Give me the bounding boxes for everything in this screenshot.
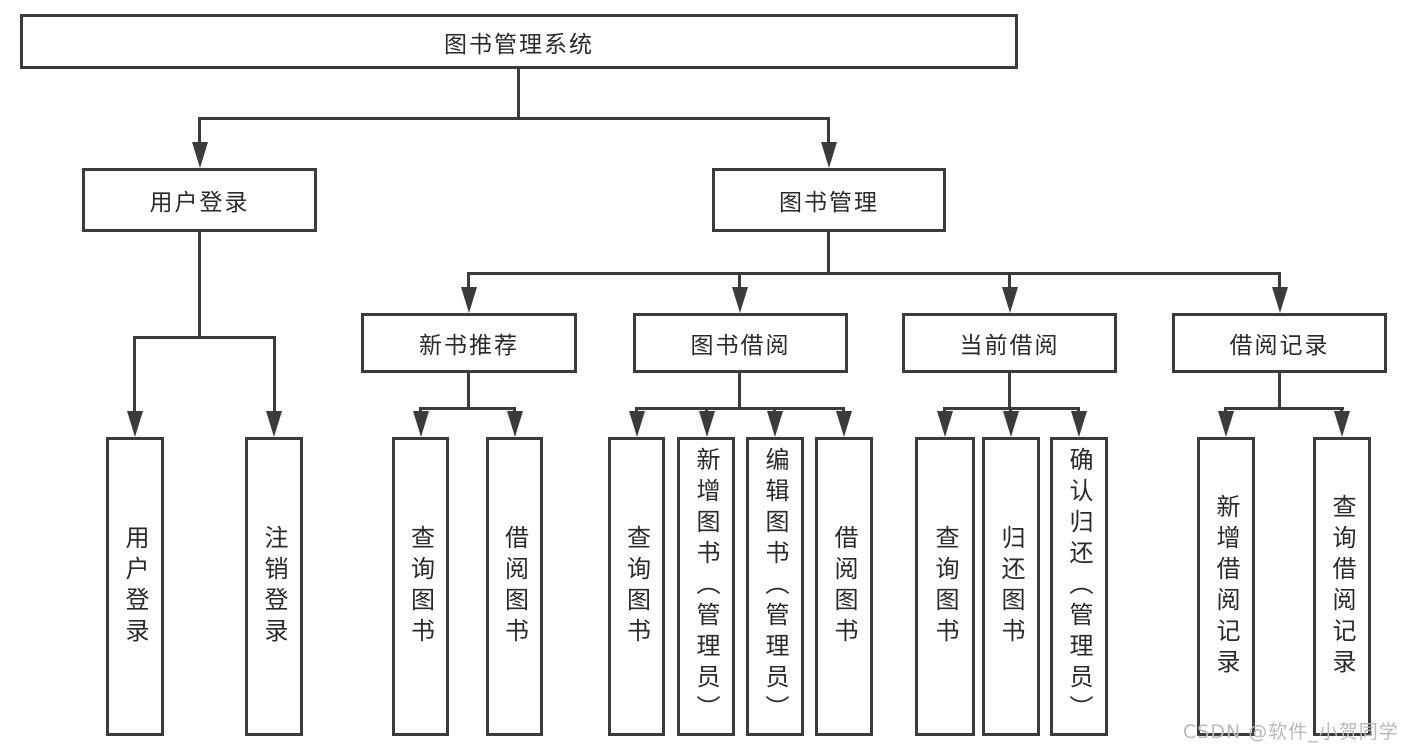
node-label: 图书借阅 <box>690 333 791 359</box>
leaf-add-borrow-record: 新增借阅记录 <box>1197 437 1255 736</box>
arrow-down-icon <box>629 411 645 437</box>
arrow-down-icon <box>1003 411 1019 437</box>
connector-line <box>513 407 516 414</box>
connector-line <box>198 232 201 339</box>
leaf-query-borrow-record: 查询借阅记录 <box>1313 437 1371 736</box>
connector-line <box>467 272 470 287</box>
node-label: 查询借阅记录 <box>1328 493 1356 680</box>
arrow-down-icon <box>413 411 429 437</box>
node-book-borrowing: 图书借阅 <box>633 313 848 373</box>
node-label: 编辑图书（管理员） <box>761 447 789 726</box>
arrow-down-icon <box>767 411 783 437</box>
node-label: 新增图书（管理员） <box>692 447 720 726</box>
leaf-add-book-admin: 新增图书（管理员） <box>677 437 735 736</box>
leaf-query-book-current: 查询图书 <box>915 437 975 736</box>
connector-line <box>738 272 741 287</box>
leaf-query-book-recommend: 查询图书 <box>392 437 449 736</box>
arrow-down-icon <box>461 287 477 313</box>
connector-line <box>133 336 276 339</box>
node-label: 借阅图书 <box>830 524 858 649</box>
arrow-down-icon <box>127 411 143 437</box>
connector-line <box>467 272 1281 275</box>
arrow-down-icon <box>1002 287 1018 313</box>
node-label: 借阅记录 <box>1229 333 1330 359</box>
node-label: 注销登录 <box>260 524 288 649</box>
node-label: 图书管理 <box>779 190 879 216</box>
connector-line <box>1278 272 1281 287</box>
node-current-borrowing: 当前借阅 <box>902 313 1117 373</box>
arrow-down-icon <box>1272 287 1288 313</box>
arrow-down-icon <box>937 411 953 437</box>
connector-line <box>635 407 638 414</box>
node-label: 归还图书 <box>997 524 1025 649</box>
arrow-down-icon <box>266 411 282 437</box>
connector-line <box>419 407 422 414</box>
connector-line <box>943 407 946 414</box>
arrow-down-icon <box>732 287 748 313</box>
connector-line <box>1278 373 1281 410</box>
connector-line <box>773 407 776 414</box>
csdn-watermark: CSDN @软件_小贺同学 <box>1183 721 1399 743</box>
node-label: 借阅图书 <box>500 524 529 649</box>
arrow-down-icon <box>699 411 715 437</box>
connector-line <box>198 117 830 120</box>
leaf-edit-book-admin: 编辑图书（管理员） <box>746 437 804 736</box>
node-label: 图书管理系统 <box>444 31 594 58</box>
node-book-management: 图书管理 <box>712 168 946 232</box>
connector-line <box>1008 272 1011 287</box>
connector-line <box>273 336 276 411</box>
connector-line <box>635 407 845 410</box>
connector-line <box>738 373 741 410</box>
connector-line <box>1224 407 1227 414</box>
arrow-down-icon <box>1218 411 1234 437</box>
node-label: 查询图书 <box>406 524 435 649</box>
connector-line <box>1077 407 1080 414</box>
node-label: 新书推荐 <box>419 333 519 359</box>
leaf-query-book-borrowing: 查询图书 <box>608 437 665 736</box>
connector-line <box>1224 407 1344 410</box>
node-label: 用户登录 <box>149 190 250 216</box>
node-label: 查询图书 <box>931 524 959 649</box>
connector-line <box>1340 407 1343 414</box>
leaf-borrow-book-recommend: 借阅图书 <box>486 437 543 736</box>
connector-line <box>419 407 516 410</box>
arrow-down-icon <box>507 411 523 437</box>
leaf-confirm-return-admin: 确认归还（管理员） <box>1050 437 1108 736</box>
node-label: 确认归还（管理员） <box>1065 447 1093 726</box>
arrow-down-icon <box>1071 411 1087 437</box>
node-library-management-system: 图书管理系统 <box>20 14 1018 69</box>
arrow-down-icon <box>192 142 208 168</box>
connector-line <box>1009 407 1012 414</box>
connector-line <box>198 117 201 142</box>
leaf-user-login: 用户登录 <box>106 437 164 736</box>
connector-line <box>827 117 830 142</box>
connector-line <box>705 407 708 414</box>
leaf-logout: 注销登录 <box>245 437 303 736</box>
leaf-borrow-book-borrowing: 借阅图书 <box>815 437 873 736</box>
node-label: 查询图书 <box>622 524 651 649</box>
arrow-down-icon <box>1334 411 1350 437</box>
node-user-login: 用户登录 <box>82 168 317 232</box>
leaf-return-book: 归还图书 <box>982 437 1040 736</box>
connector-line <box>467 373 470 410</box>
node-new-book-recommend: 新书推荐 <box>361 313 577 373</box>
arrow-down-icon <box>821 142 837 168</box>
node-label: 当前借阅 <box>959 333 1060 359</box>
node-label: 新增借阅记录 <box>1212 493 1240 680</box>
connector-line <box>842 407 845 414</box>
arrow-down-icon <box>836 411 852 437</box>
node-label: 用户登录 <box>121 524 149 649</box>
connector-line <box>1008 373 1011 410</box>
connector-line <box>517 69 520 120</box>
connector-line <box>827 232 830 275</box>
connector-line <box>133 336 136 411</box>
node-borrowing-records: 借阅记录 <box>1172 313 1387 373</box>
